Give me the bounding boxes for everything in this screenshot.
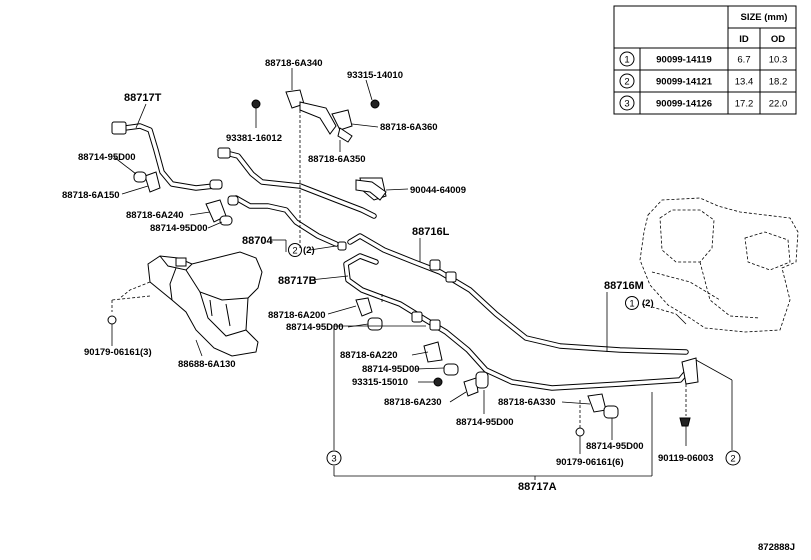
table-row-id: 17.2	[735, 99, 754, 110]
label-88718-6A230: 88718-6A230	[384, 397, 442, 408]
label-88714-95D00-e: 88714-95D00	[456, 417, 514, 428]
part-labels: 88717T 88718-6A340 93315-14010 93381-160…	[62, 58, 795, 553]
label-88704: 88704	[242, 235, 273, 247]
pipe-88716L	[347, 233, 689, 355]
table-row-od: 18.2	[769, 77, 788, 88]
size-table-col-id: ID	[739, 34, 749, 45]
label-93315-15010: 93315-15010	[352, 377, 408, 388]
pipe-88704-lower	[233, 195, 339, 247]
table-row-part: 90099-14121	[656, 77, 713, 88]
label-93315-14010: 93315-14010	[347, 70, 403, 81]
size-table-col-od: OD	[771, 34, 785, 45]
label-90044-64009: 90044-64009	[410, 185, 466, 196]
drawing-number: 872888J	[758, 542, 795, 553]
table-row-id: 6.7	[737, 55, 750, 66]
leader-lines	[111, 68, 733, 480]
label-88717A: 88717A	[518, 481, 557, 493]
label-mark-3: 3	[331, 454, 336, 465]
label-paren-2-a: (2)	[303, 245, 315, 256]
table-row-od: 22.0	[769, 99, 788, 110]
table-row-mark: 3	[624, 99, 629, 110]
label-88714-95D00-f: 88714-95D00	[586, 441, 644, 452]
pipe-88717T	[122, 123, 217, 191]
label-88717B: 88717B	[278, 275, 317, 287]
label-88718-6A340: 88718-6A340	[265, 58, 323, 69]
label-88716L: 88716L	[412, 226, 450, 238]
label-88716M: 88716M	[604, 280, 644, 292]
clamps-and-fittings	[107, 89, 699, 437]
label-88714-95D00-d: 88714-95D00	[362, 364, 420, 375]
table-row-part: 90099-14126	[656, 99, 712, 110]
label-88718-6A200: 88718-6A200	[268, 310, 326, 321]
label-88717T: 88717T	[124, 92, 162, 104]
table-row-mark: 1	[624, 55, 629, 66]
label-mark-2-b: 2	[730, 454, 735, 465]
table-row-part: 90099-14119	[656, 55, 711, 66]
label-paren-1: (2)	[642, 298, 654, 309]
label-88688-6A130: 88688-6A130	[178, 359, 236, 370]
label-90179-06161-3: 90179-06161(3)	[84, 347, 152, 358]
size-table-header: SIZE (mm)	[741, 12, 788, 23]
label-mark-1: 1	[629, 299, 634, 310]
table-row-id: 13.4	[735, 77, 754, 88]
label-90119-06003: 90119-06003	[658, 453, 713, 464]
label-88714-95D00-b: 88714-95D00	[150, 223, 208, 234]
label-88714-95D00-c: 88714-95D00	[286, 322, 344, 333]
label-93381-16012: 93381-16012	[226, 133, 282, 144]
label-90179-06161-6: 90179-06161(6)	[556, 457, 624, 468]
compressor-outline	[639, 197, 799, 333]
table-row-od: 10.3	[769, 55, 788, 66]
label-88718-6A150: 88718-6A150	[62, 190, 120, 201]
label-88714-95D00-a: 88714-95D00	[78, 152, 136, 163]
label-88718-6A240: 88718-6A240	[126, 210, 184, 221]
size-table: SIZE (mm) ID OD 1 90099-14119 6.7 10.3 2…	[613, 5, 797, 115]
pipe-88704-upper	[219, 149, 377, 219]
label-88718-6A330: 88718-6A330	[498, 397, 556, 408]
reservoir-tank	[111, 251, 263, 357]
label-88718-6A360: 88718-6A360	[380, 122, 438, 133]
label-mark-2-a: 2	[292, 246, 297, 257]
label-88718-6A220: 88718-6A220	[340, 350, 398, 361]
label-88718-6A350: 88718-6A350	[308, 154, 366, 165]
table-row-mark: 2	[624, 77, 629, 88]
